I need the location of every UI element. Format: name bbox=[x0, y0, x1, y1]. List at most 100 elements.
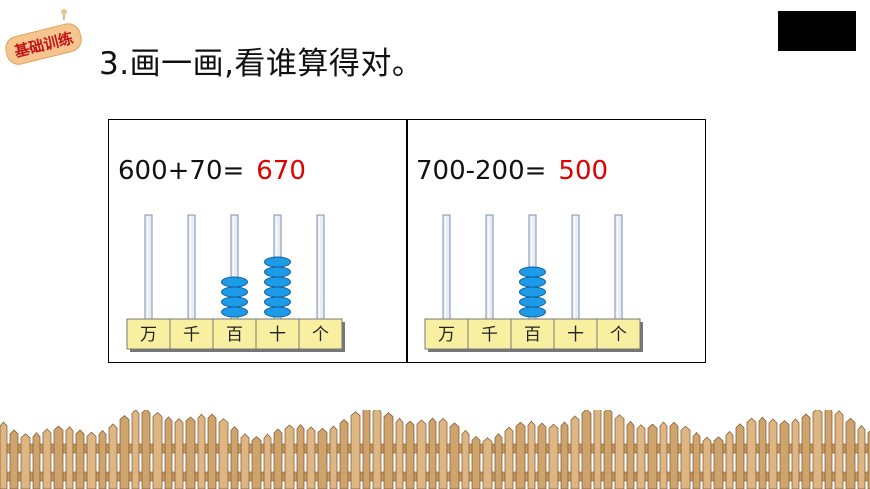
fence-picket bbox=[284, 424, 295, 489]
fence-picket bbox=[779, 420, 790, 489]
fence-picket bbox=[32, 432, 41, 489]
fence-picket bbox=[273, 428, 283, 489]
abacus-1: 万千百十个 bbox=[126, 214, 345, 352]
fence-picket bbox=[438, 417, 448, 489]
place-label: 百 bbox=[226, 325, 243, 345]
fence-picket bbox=[0, 421, 8, 489]
fence-picket bbox=[164, 416, 173, 489]
fence-picket bbox=[86, 431, 97, 489]
fence-picket bbox=[801, 413, 811, 489]
fence-picket bbox=[692, 432, 701, 489]
fence-picket bbox=[296, 424, 305, 489]
place-label: 十 bbox=[567, 325, 584, 345]
fence-picket bbox=[824, 410, 833, 489]
abacus-rod bbox=[614, 214, 623, 320]
fence-picket bbox=[593, 410, 602, 489]
place-label-box bbox=[298, 318, 343, 350]
fence-picket bbox=[758, 416, 767, 489]
abacus-rod bbox=[571, 214, 580, 320]
abacus-bead bbox=[221, 306, 248, 318]
fence-picket bbox=[746, 417, 757, 489]
fence-picket bbox=[845, 417, 856, 489]
abacus-bead bbox=[264, 266, 291, 278]
place-label-box bbox=[255, 318, 300, 350]
place-label: 个 bbox=[610, 325, 627, 345]
fence-picket bbox=[185, 416, 196, 489]
problem-2-answer: 500 bbox=[558, 156, 609, 186]
fence-picket bbox=[713, 436, 724, 489]
fence-picket bbox=[119, 415, 130, 489]
fence-picket bbox=[659, 421, 668, 489]
fence-picket bbox=[669, 421, 679, 489]
fence-picket bbox=[471, 435, 481, 489]
abacus-rod bbox=[316, 214, 325, 320]
fence-picket bbox=[812, 410, 823, 489]
fence-picket bbox=[230, 426, 239, 489]
fence-picket bbox=[537, 422, 547, 489]
fence-picket bbox=[560, 421, 569, 489]
abacus-2: 万千百十个 bbox=[424, 214, 643, 352]
fence-picket bbox=[614, 414, 625, 489]
abacus-bead bbox=[264, 276, 291, 288]
fence-picket bbox=[735, 423, 745, 489]
fence-picket bbox=[636, 424, 646, 489]
fence-picket bbox=[141, 410, 151, 489]
fence-picket bbox=[482, 437, 493, 489]
fence-picket bbox=[197, 413, 206, 489]
abacus-bead bbox=[519, 306, 546, 318]
fence-picket bbox=[317, 427, 328, 489]
place-label: 千 bbox=[183, 325, 200, 345]
place-label-box bbox=[510, 318, 555, 350]
fence-picket bbox=[362, 410, 371, 489]
fence-picket bbox=[98, 429, 107, 489]
fence-picket bbox=[152, 412, 163, 489]
place-label-box bbox=[553, 318, 598, 350]
abacus-bead bbox=[519, 266, 546, 278]
fence-picket bbox=[504, 426, 514, 489]
fence-picket bbox=[207, 413, 217, 489]
abacus-bead bbox=[221, 276, 248, 288]
problems-panel: 600+70=670 700-200=500 万千百十个 万千百十个 bbox=[108, 119, 706, 363]
fence-picket bbox=[108, 423, 118, 489]
fence-picket bbox=[9, 429, 19, 489]
fence-picket bbox=[75, 429, 85, 489]
fence-picket bbox=[647, 423, 658, 489]
abacus-bead bbox=[519, 276, 546, 288]
place-label: 百 bbox=[524, 325, 541, 345]
fence-picket bbox=[515, 421, 526, 489]
fence-picket bbox=[383, 412, 394, 489]
fence-picket bbox=[857, 425, 866, 489]
place-label: 万 bbox=[438, 325, 455, 345]
place-label: 万 bbox=[140, 325, 157, 345]
fence-picket bbox=[494, 433, 503, 489]
fence-picket bbox=[350, 411, 361, 489]
corner-black-box bbox=[778, 11, 856, 51]
fence-picket bbox=[461, 429, 470, 489]
page-title: 3.画一画,看谁算得对。 bbox=[99, 46, 424, 82]
fence-picket bbox=[603, 410, 613, 489]
fence-picket bbox=[405, 420, 415, 489]
abacus-bead bbox=[519, 286, 546, 298]
fence-picket bbox=[581, 410, 592, 489]
fence-picket bbox=[218, 418, 229, 489]
abacus-bead bbox=[519, 296, 546, 308]
abacus-bead bbox=[264, 256, 291, 268]
fence-picket bbox=[680, 425, 691, 489]
abacus-drawings: 万千百十个 万千百十个 bbox=[126, 214, 643, 352]
fence-picket bbox=[626, 420, 635, 489]
fence-picket bbox=[416, 419, 427, 489]
abacus-bead bbox=[221, 286, 248, 298]
fence-picket bbox=[42, 428, 52, 489]
basic-training-badge: 基础训练 bbox=[2, 8, 86, 70]
abacus-rod bbox=[187, 214, 196, 320]
fence-picket bbox=[372, 410, 382, 489]
fence-picket bbox=[306, 426, 316, 489]
fence-picket bbox=[53, 425, 64, 489]
fence-picket bbox=[428, 417, 437, 489]
problem-2-expression: 700-200= bbox=[416, 156, 547, 186]
fence-picket bbox=[570, 415, 580, 489]
abacus-bead bbox=[264, 296, 291, 308]
place-label-box bbox=[596, 318, 641, 350]
fence-picket bbox=[329, 425, 338, 489]
fence-picket bbox=[548, 423, 559, 489]
